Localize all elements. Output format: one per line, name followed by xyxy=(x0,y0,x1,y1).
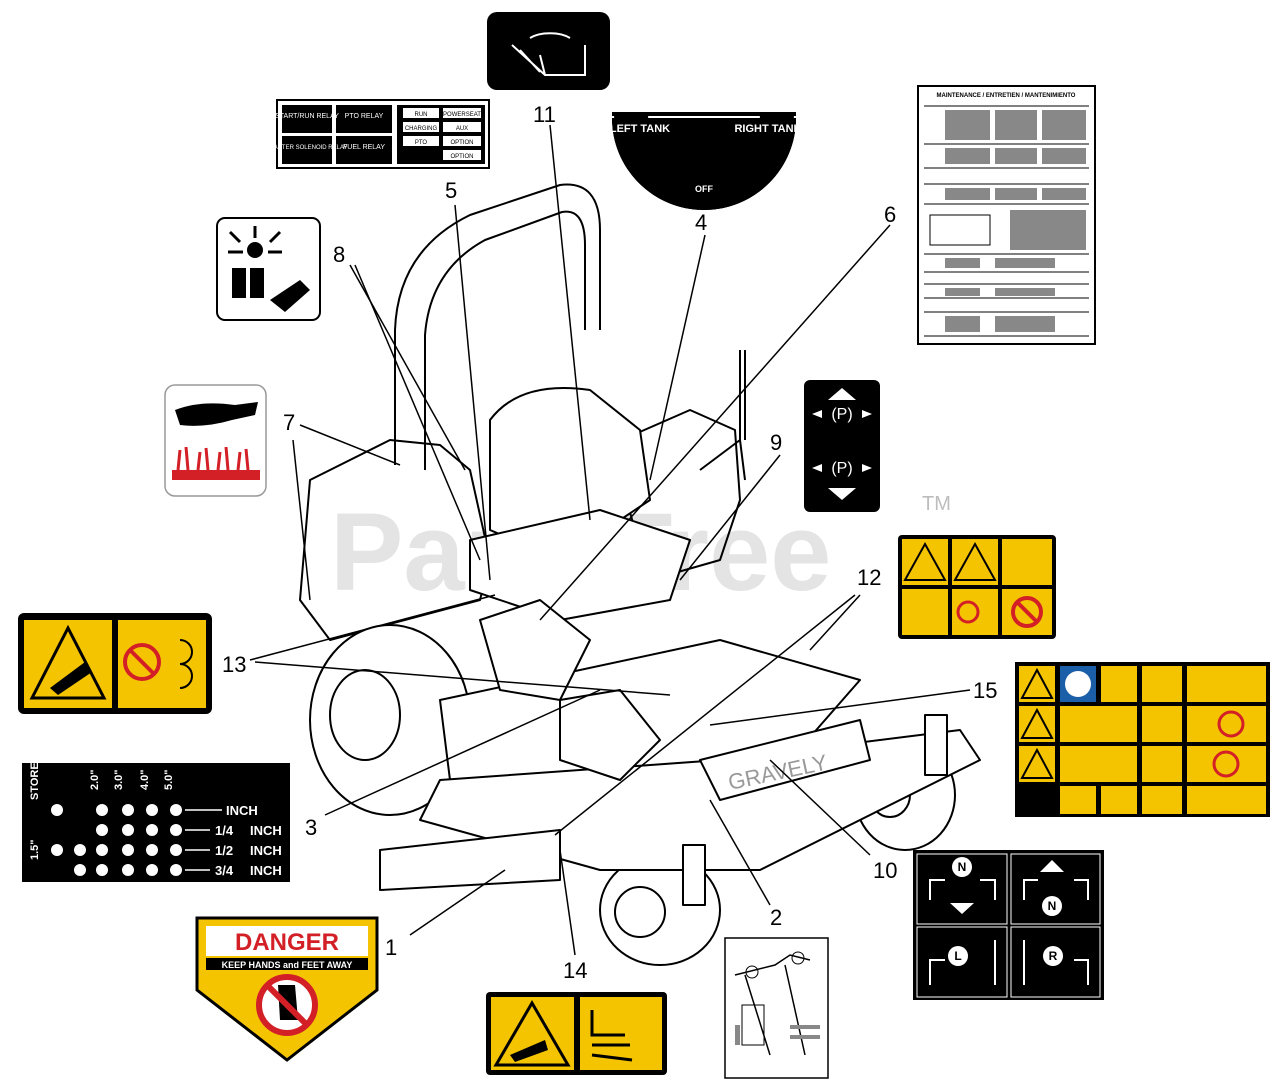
svg-text:CHARGING: CHARGING xyxy=(405,126,438,132)
decal-safety-12 xyxy=(898,535,1056,639)
direction-r: R xyxy=(1049,949,1058,963)
callout-15: 15 xyxy=(973,678,997,703)
decal-belt-routing xyxy=(724,937,829,1079)
decal-fuel-selector: LEFT TANK RIGHT TANK OFF xyxy=(610,112,802,210)
mower-drawing: GRAVELY xyxy=(299,183,981,966)
svg-text:PTO: PTO xyxy=(415,140,428,146)
height-row-quarter: 1/4 xyxy=(215,823,234,838)
decal-battery-warning xyxy=(216,217,321,321)
relay-cell-1: START/RUN RELAY xyxy=(275,113,339,120)
svg-text:INCH: INCH xyxy=(250,863,282,878)
seat-cushion xyxy=(469,509,691,621)
callout-14: 14 xyxy=(563,958,587,983)
height-store: STORE xyxy=(29,762,41,800)
fuel-left-label: LEFT TANK xyxy=(610,123,670,135)
height-row-inch: INCH xyxy=(226,803,258,818)
height-side: 1.5" xyxy=(29,839,41,860)
callout-11: 11 xyxy=(533,102,556,127)
height-row-three-quarter: 3/4 xyxy=(215,863,234,878)
callout-5: 5 xyxy=(445,178,457,203)
callout-10: 10 xyxy=(873,858,897,883)
danger-title: DANGER xyxy=(235,929,339,956)
svg-text:POWERSEAT: POWERSEAT xyxy=(443,112,481,118)
decal-steering-directions: N N L R xyxy=(913,850,1104,1000)
decal-danger: DANGER KEEP HANDS and FEET AWAY xyxy=(195,916,379,1062)
relay-cell-4: FUEL RELAY xyxy=(343,144,385,151)
decal-cutting-height: STORE 2.0" 3.0" 4.0" 5.0" 1.5" INCH 1/4 … xyxy=(22,762,290,882)
decal-safety-13 xyxy=(18,613,212,714)
fuel-right-label: RIGHT TANK xyxy=(734,123,801,135)
callout-2: 2 xyxy=(770,905,782,930)
callout-7: 7 xyxy=(283,410,295,435)
height-2: 2.0" xyxy=(89,769,101,790)
svg-text:AUX: AUX xyxy=(456,126,468,132)
decal-park-brake: (P) (P) xyxy=(804,380,880,512)
height-4: 4.0" xyxy=(139,769,151,790)
decal-lever-icon xyxy=(487,12,610,90)
callout-6: 6 xyxy=(884,202,896,227)
callout-12: 12 xyxy=(857,565,881,590)
svg-text:INCH: INCH xyxy=(250,843,282,858)
decal-maintenance: MAINTENANCE / ENTRETIEN / MANTENIMIENTO xyxy=(917,85,1096,345)
decal-safety-15 xyxy=(1015,662,1270,817)
svg-text:TM: TM xyxy=(922,493,951,515)
fuel-off-label: OFF xyxy=(695,184,713,194)
height-3: 3.0" xyxy=(113,769,125,790)
leader-lines xyxy=(249,124,971,956)
svg-text:INCH: INCH xyxy=(250,823,282,838)
direction-n-1: N xyxy=(958,860,967,874)
rops-bar xyxy=(394,183,601,470)
direction-l: L xyxy=(954,949,961,963)
callout-13: 13 xyxy=(222,652,246,677)
decal-hot-surface xyxy=(164,384,267,497)
callout-9: 9 xyxy=(770,430,782,455)
maintenance-title: MAINTENANCE / ENTRETIEN / MANTENIMIENTO xyxy=(937,93,1076,99)
height-5: 5.0" xyxy=(163,769,175,790)
svg-text:OPTION: OPTION xyxy=(450,154,473,160)
decal-relay: START/RUN RELAY PTO RELAY STARTER SOLENO… xyxy=(266,99,490,169)
decal-safety-14 xyxy=(486,992,667,1075)
callout-numbers: 1 2 3 4 5 6 7 8 9 10 11 12 13 14 15 xyxy=(222,102,997,983)
deck-side-logo-panel xyxy=(699,719,871,801)
svg-text:RUN: RUN xyxy=(415,112,428,118)
svg-text:OPTION: OPTION xyxy=(450,140,473,146)
park-symbol-2: (P) xyxy=(831,460,852,477)
deck-front xyxy=(379,829,561,891)
height-row-half: 1/2 xyxy=(215,843,233,858)
callout-3: 3 xyxy=(305,815,317,840)
danger-subtitle: KEEP HANDS and FEET AWAY xyxy=(222,960,353,970)
relay-cell-2: PTO RELAY xyxy=(345,113,384,120)
callout-8: 8 xyxy=(333,242,345,267)
callout-4: 4 xyxy=(695,210,707,235)
direction-n-2: N xyxy=(1048,899,1057,913)
callout-1: 1 xyxy=(385,935,397,960)
park-symbol-1: (P) xyxy=(831,406,852,423)
relay-cell-3: STARTER SOLENOID RELAY xyxy=(266,145,347,151)
